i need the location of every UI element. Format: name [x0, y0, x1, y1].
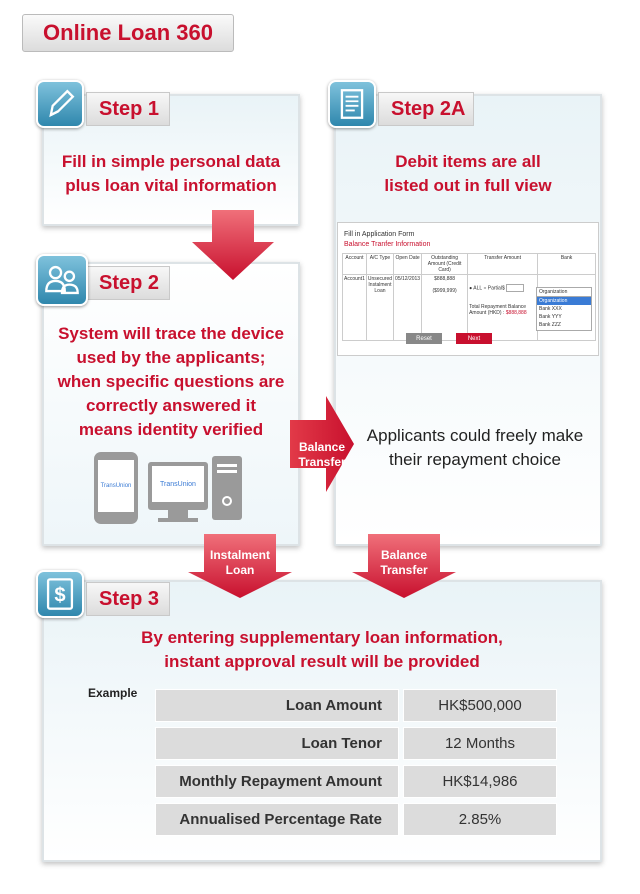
form-title: Fill in Application Form	[344, 231, 415, 238]
svg-text:$: $	[54, 584, 65, 606]
repayment-text-line1: Applicants could freely make	[366, 426, 584, 445]
step2-text-line3: when specific questions are	[57, 372, 285, 391]
row-value: 2.85%	[403, 803, 557, 836]
tower-device-icon	[212, 456, 242, 520]
form-header: Outstanding Amount (Credit Card)	[421, 253, 469, 275]
step2a-text-line1: Debit items are all	[395, 152, 541, 171]
balance-label-line1: Balance	[380, 548, 428, 562]
instalment-label-line2: Loan	[225, 563, 255, 577]
row-value: HK$500,000	[403, 689, 557, 722]
radio-all-icon[interactable]: ●	[469, 285, 473, 292]
total-line2: Amount (HKD) :	[469, 310, 505, 316]
form-header: Transfer Amount	[467, 253, 539, 275]
phone-device-icon: TransUnion	[94, 452, 138, 524]
form-cell: $888,888 ($999,999)	[421, 274, 469, 341]
row-value: 12 Months	[403, 727, 557, 760]
radio-partial-label: Partial$	[487, 285, 505, 292]
example-label: Example	[88, 686, 138, 700]
outstanding-amount: $888,888	[434, 276, 455, 282]
phone-brand-text: TransUnion	[100, 483, 132, 489]
dropdown-item[interactable]: Bank XXX	[539, 306, 562, 312]
dropdown-item[interactable]: Bank YYY	[539, 314, 562, 320]
next-button[interactable]: Next	[456, 333, 492, 344]
step2a-label: Step 2A	[378, 92, 474, 126]
row-key: Loan Amount	[155, 689, 399, 722]
outstanding-amount-alt: ($999,999)	[432, 288, 457, 294]
reset-button[interactable]: Reset	[406, 333, 442, 344]
dropdown-item[interactable]: Bank ZZZ	[539, 322, 561, 328]
form-header: A/C Type	[365, 253, 395, 275]
row-key: Monthly Repayment Amount	[155, 765, 399, 798]
pencil-icon	[36, 80, 84, 128]
total-line1: Total Repayment Balance	[469, 304, 527, 310]
radio-all-label: ALL	[473, 285, 482, 292]
table-row: Monthly Repayment Amount HK$14,986	[155, 765, 557, 798]
users-icon	[36, 254, 88, 306]
partial-amount-input[interactable]	[506, 284, 525, 292]
step2-label: Step 2	[86, 266, 170, 300]
form-cell: Unsecured Instalment Loan	[365, 274, 395, 341]
radio-partial-icon[interactable]: ○	[483, 285, 487, 292]
balance-label-line2: Transfer	[380, 563, 428, 577]
step1-text-line1: Fill in simple personal data	[61, 152, 281, 171]
form-header: Bank	[537, 253, 596, 275]
step1-panel	[42, 94, 300, 226]
dropdown-item[interactable]: Organization	[537, 297, 591, 305]
arrow-down-balance	[352, 534, 456, 598]
step2-text-line2: used by the applicants;	[76, 348, 266, 367]
form-cell: ● ALL ○ Partial$ Total Repayment Balance…	[467, 274, 539, 341]
monitor-device-icon: TransUnion	[148, 462, 208, 522]
table-row: Annualised Percentage Rate 2.85%	[155, 803, 557, 836]
arrow-down-instalment	[188, 534, 292, 598]
arrow-right-label-line1: Balance	[298, 440, 346, 454]
form-header: Account	[342, 253, 367, 275]
dollar-icon: $	[36, 570, 84, 618]
row-key: Loan Tenor	[155, 727, 399, 760]
table-row: Loan Tenor 12 Months	[155, 727, 557, 760]
step3-text-line2: instant approval result will be provided	[164, 652, 480, 671]
instalment-label-line1: Instalment	[209, 548, 270, 562]
step1-label: Step 1	[86, 92, 170, 126]
form-subtitle: Balance Tranfer Information	[344, 241, 431, 248]
row-key: Annualised Percentage Rate	[155, 803, 399, 836]
row-value: HK$14,986	[403, 765, 557, 798]
dropdown-item[interactable]: Organization	[537, 288, 591, 297]
arrow-down-step1	[192, 210, 274, 280]
arrow-right-label-line2: Transfer	[298, 455, 346, 469]
form-cell: 05/12/2013	[393, 274, 423, 341]
form-header: Open Date	[393, 253, 423, 275]
step2-text-line5: means identity verified	[78, 420, 264, 439]
step3-text-line1: By entering supplementary loan informati…	[141, 628, 503, 647]
form-cell: Account1	[342, 274, 367, 341]
document-icon	[328, 80, 376, 128]
step2a-text-line2: listed out in full view	[384, 176, 552, 195]
page-title: Online Loan 360	[22, 14, 234, 52]
step1-text-line2: plus loan vital information	[65, 176, 277, 195]
step2-text-line1: System will trace the device	[58, 324, 284, 343]
application-form-screenshot: Fill in Application Form Balance Tranfer…	[337, 222, 599, 356]
arrow-right-balance	[290, 396, 354, 492]
monitor-brand-text: TransUnion	[160, 480, 196, 488]
total-value: $888,888	[505, 310, 527, 316]
bank-dropdown[interactable]: Organization Organization Bank XXX Bank …	[536, 287, 592, 331]
step2-text-line4: correctly answered it	[85, 396, 257, 415]
step3-label: Step 3	[86, 582, 170, 616]
table-row: Loan Amount HK$500,000	[155, 689, 557, 722]
repayment-text-line2: their repayment choice	[389, 450, 561, 469]
